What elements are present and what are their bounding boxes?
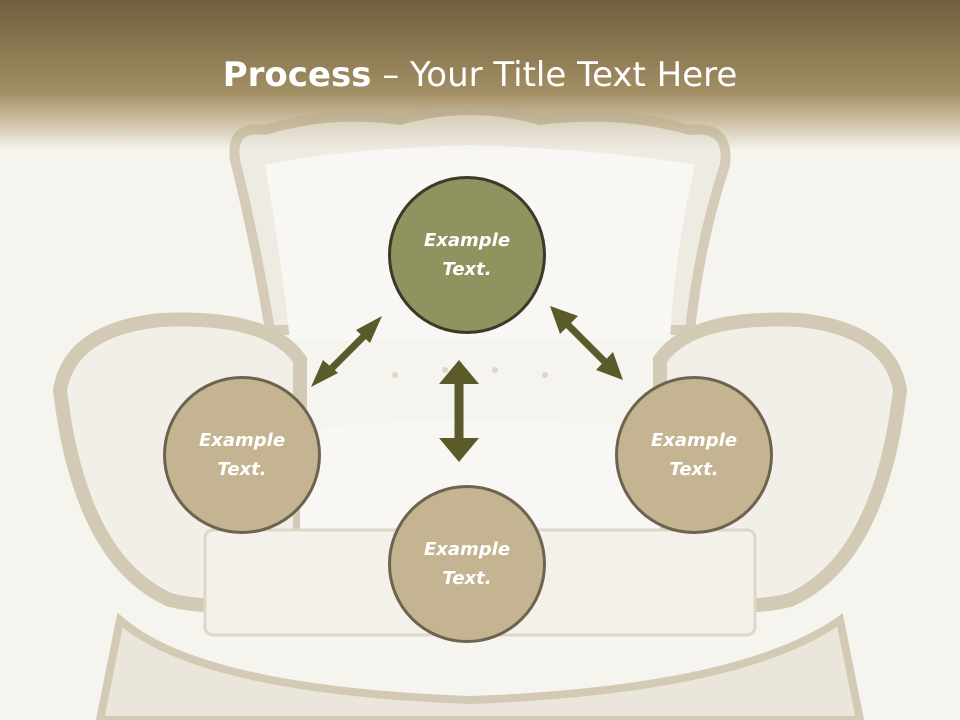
title-subtitle: – Your Title Text Here: [371, 55, 738, 95]
arrow-center-left: [311, 316, 382, 387]
process-node-center[interactable]: Example Text.: [388, 176, 546, 334]
process-node-left[interactable]: Example Text.: [163, 376, 321, 534]
process-node-bottom[interactable]: Example Text.: [388, 485, 546, 643]
title-keyword: Process: [222, 55, 372, 95]
arrow-center-bottom: [439, 360, 479, 462]
process-node-right[interactable]: Example Text.: [615, 376, 773, 534]
arrow-center-right: [550, 306, 623, 380]
slide-title: Process – Your Title Text Here: [0, 52, 960, 98]
